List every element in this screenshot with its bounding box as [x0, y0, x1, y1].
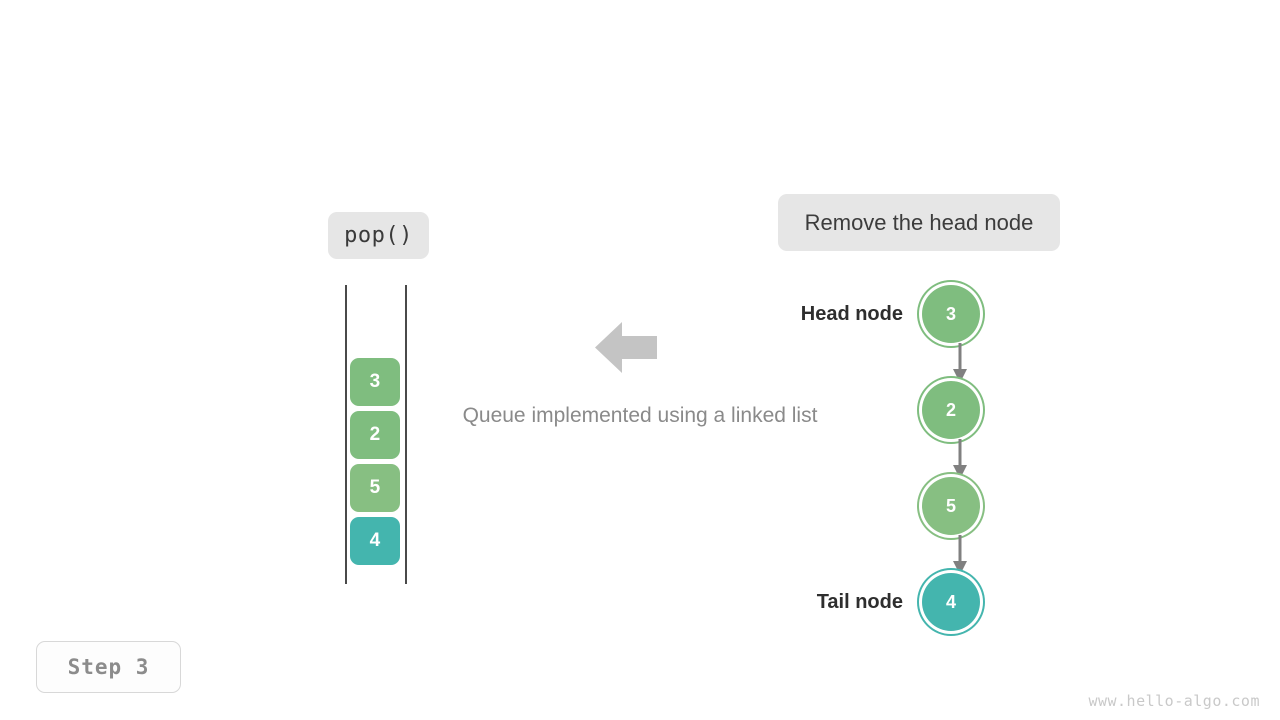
queue-cell: 3: [350, 358, 400, 406]
diagram-caption: Queue implemented using a linked list: [462, 404, 818, 427]
linked-list-node-value: 5: [945, 495, 956, 516]
linked-list-node-row: 5: [760, 477, 980, 535]
linked-list-node-row: Tail node 4: [760, 573, 980, 631]
linked-list-node: 4: [922, 573, 980, 631]
action-description-chip: Remove the head node: [778, 194, 1060, 251]
step-badge: Step 3: [36, 641, 181, 693]
queue-container: 3 2 5 4: [345, 285, 409, 584]
queue-cell: 4: [350, 517, 400, 565]
action-description-label: Remove the head node: [804, 209, 1034, 235]
head-node-label: Head node: [800, 302, 903, 325]
step-badge-label: Step 3: [67, 655, 150, 679]
node-connector-arrow-icon: [945, 535, 975, 577]
queue-cell-value: 4: [369, 530, 381, 551]
queue-rail-right: [405, 285, 407, 584]
queue-cell: 2: [350, 411, 400, 459]
linked-list-node-row: 2: [760, 381, 980, 439]
queue-cell-value: 2: [369, 424, 381, 445]
linked-list-node-value: 4: [945, 591, 956, 612]
linked-list-node-value: 3: [945, 303, 956, 324]
linked-list-node: 5: [922, 477, 980, 535]
queue-cell-value: 5: [369, 477, 381, 498]
linked-list-node: 3: [922, 285, 980, 343]
watermark: www.hello-algo.com: [1088, 692, 1260, 710]
linked-list-node-value: 2: [945, 399, 956, 420]
operation-chip-pop: pop(): [328, 212, 429, 259]
queue-rail-left: [345, 285, 347, 584]
node-connector-arrow-icon: [945, 343, 975, 385]
arrow-left-icon: [595, 320, 657, 375]
operation-chip-label: pop(): [344, 223, 413, 248]
queue-cell-value: 3: [369, 371, 381, 392]
queue-cell-list: 3 2 5 4: [350, 358, 400, 565]
linked-list-node: 2: [922, 381, 980, 439]
node-connector-arrow-icon: [945, 439, 975, 481]
tail-node-label: Tail node: [816, 590, 903, 613]
linked-list-node-row: Head node 3: [760, 285, 980, 343]
queue-cell: 5: [350, 464, 400, 512]
